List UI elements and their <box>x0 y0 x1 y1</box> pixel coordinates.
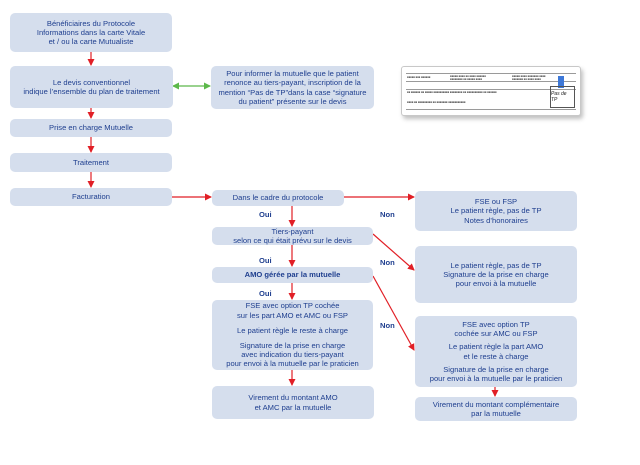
fse-amc-part-2: et le reste à charge <box>463 351 529 361</box>
informer-line-1: Pour informer la mutuelle que le patient <box>226 69 359 79</box>
beneficiaires-line-2: Informations dans la carte Vitale <box>36 27 146 37</box>
fse-amc-signature-1: Signature de la prise en charge <box>443 364 549 374</box>
facturation-label: Facturation <box>72 192 110 202</box>
box-cadre-protocole: Dans le cadre du protocole <box>212 190 344 206</box>
beneficiaires-line-1: Bénéficiaires du Protocole <box>46 18 136 28</box>
label-non-2: Non <box>380 258 395 267</box>
box-fse-fsp: FSE ou FSP Le patient règle, pas de TP N… <box>415 191 577 231</box>
box-traitement: Traitement <box>10 153 172 172</box>
label-oui-1: Oui <box>259 210 272 219</box>
box-tiers-payant: Tiers-payant selon ce qui était prévu su… <box>212 227 373 245</box>
informer-line-3: mention “Pas de TP”dans la case “signatu… <box>218 87 367 97</box>
box-patient-regle-tp: Le patient règle, pas de TP Signature de… <box>415 246 577 303</box>
devis-document-thumbnail: ■■■■■ ■■■ ■■■■■■ ■■■■■ ■■■■ ■■ ■■■■ ■■■■… <box>401 66 581 116</box>
box-facturation: Facturation <box>10 188 172 206</box>
fse-option-title-2: sur les part AMO et AMC ou FSP <box>237 310 348 320</box>
label-non-1: Non <box>380 210 395 219</box>
fse-option-reste-charge: Le patient règle le reste à charge <box>236 325 349 335</box>
pointer-arrow-icon <box>558 76 564 88</box>
box-beneficiaires: Bénéficiaires du Protocole Informations … <box>10 13 172 52</box>
devis-line-1: Le devis conventionnel <box>52 77 131 87</box>
prise-en-charge-label: Prise en charge Mutuelle <box>49 123 133 133</box>
box-devis: Le devis conventionnel indique l’ensembl… <box>10 66 173 108</box>
traitement-label: Traitement <box>72 157 109 167</box>
fse-option-signature-3: pour envoi à la mutuelle par le praticie… <box>226 359 359 369</box>
fse-amc-title-1: FSE avec option TP <box>462 319 530 329</box>
label-oui-2: Oui <box>259 256 272 265</box>
fse-amc-title-2: cochée sur AMC ou FSP <box>454 329 538 339</box>
fse-fsp-line-1: FSE ou FSP <box>474 197 518 207</box>
fse-option-signature-1: Signature de la prise en charge <box>239 341 346 350</box>
box-amo-geree: AMO gérée par la mutuelle <box>212 267 373 283</box>
patient-regle-tp-line-1: Le patient règle, pas de TP <box>450 260 542 270</box>
arrow-tiers-regle <box>372 233 415 271</box>
fse-fsp-line-2: Le patient règle, pas de TP <box>450 206 542 216</box>
beneficiaires-line-3: et / ou la carte Mutualiste <box>48 37 134 47</box>
label-non-3: Non <box>380 321 395 330</box>
virement-complementaire-line-2: par la mutuelle <box>471 409 521 418</box>
patient-regle-tp-line-3: pour envoi à la mutuelle <box>455 279 537 289</box>
virement-complementaire-line-1: Virement du montant complémentaire <box>432 399 560 409</box>
fse-amc-signature-2: pour envoi à la mutuelle par le praticie… <box>429 373 563 383</box>
fse-option-signature-2: avec indication du tiers-payant <box>241 350 344 360</box>
box-fse-amc: FSE avec option TP cochée sur AMC ou FSP… <box>415 316 577 387</box>
arrow-amo-fseamc <box>372 275 415 351</box>
box-prise-en-charge: Prise en charge Mutuelle <box>10 119 172 137</box>
signature-mention: Pas de TP <box>550 86 575 108</box>
fse-fsp-line-3: Notes d’honoraires <box>464 215 528 225</box>
box-informer: Pour informer la mutuelle que le patient… <box>211 66 374 109</box>
informer-line-2: renonce au tiers-payant, inscription de … <box>224 78 361 88</box>
amo-geree-label: AMO gérée par la mutuelle <box>244 270 341 280</box>
box-fse-option-tp: FSE avec option TP cochée sur les part A… <box>212 300 373 370</box>
box-virement-amo-amc: Virement du montant AMO et AMC par la mu… <box>212 386 374 419</box>
box-virement-complementaire: Virement du montant complémentaire par l… <box>415 397 577 421</box>
patient-regle-tp-line-2: Signature de la prise en charge <box>443 269 549 279</box>
cadre-protocole-label: Dans le cadre du protocole <box>232 193 324 203</box>
fse-option-title-1: FSE avec option TP cochée <box>245 301 340 311</box>
devis-line-2: indique l’ensemble du plan de traitement <box>23 87 160 96</box>
label-oui-3: Oui <box>259 289 272 298</box>
virement-amo-amc-line-2: et AMC par la mutuelle <box>254 402 332 412</box>
fse-amc-part-1: Le patient règle la part AMO <box>448 342 544 352</box>
tiers-payant-line-2: selon ce qui était prévu sur le devis <box>233 236 352 245</box>
informer-line-4: du patient” présente sur le devis <box>238 96 347 106</box>
tiers-payant-line-1: Tiers-payant <box>271 226 314 236</box>
virement-amo-amc-line-1: Virement du montant AMO <box>248 393 338 403</box>
